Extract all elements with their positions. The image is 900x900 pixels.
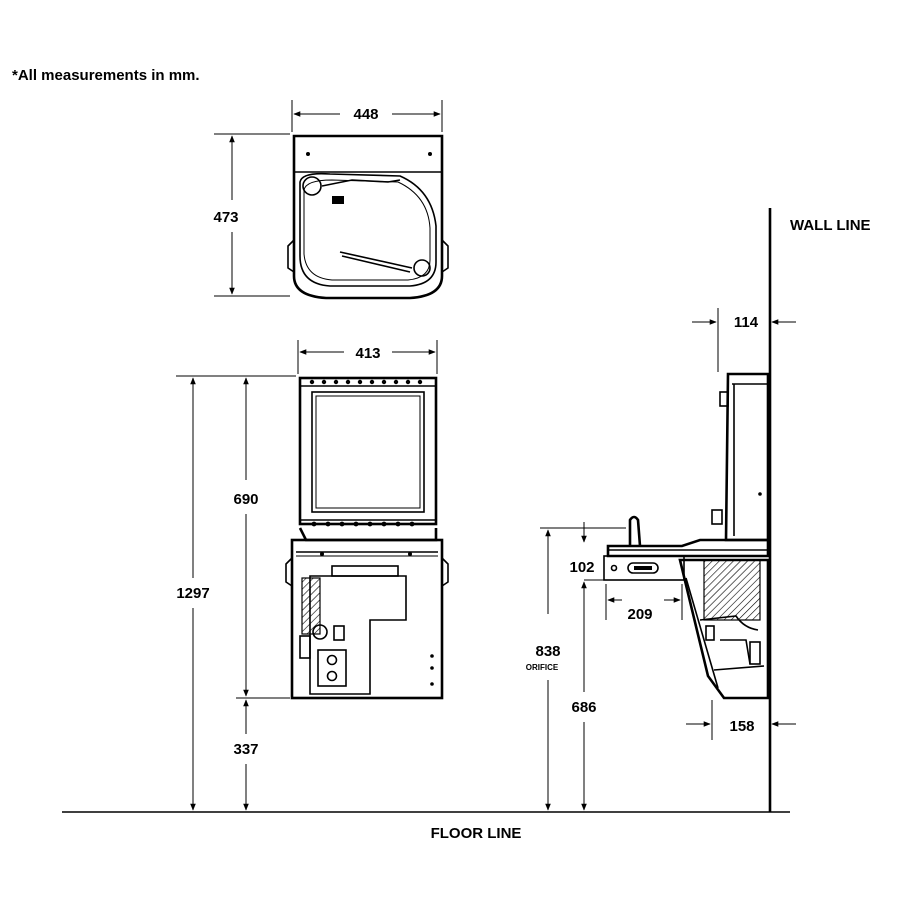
dim-label-114: 114 xyxy=(734,314,759,331)
orifice-label: ORIFICE xyxy=(526,663,559,672)
dim-label-690: 690 xyxy=(233,491,258,508)
dim-label-413: 413 xyxy=(355,345,380,362)
dim-label-337: 337 xyxy=(233,741,258,758)
side-view xyxy=(603,208,772,812)
front-view xyxy=(285,376,449,700)
dim-side: 114 102 209 838 ORIFICE 686 158 xyxy=(526,308,796,811)
dim-label-102: 102 xyxy=(569,559,594,576)
dim-top-width: 448 xyxy=(291,100,443,132)
dim-label-158: 158 xyxy=(729,718,754,735)
dim-label-473: 473 xyxy=(213,209,238,226)
dim-label-838: 838 xyxy=(535,643,560,660)
dim-label-448: 448 xyxy=(353,106,378,123)
dim-front-heights: 690 1297 337 xyxy=(176,375,296,811)
dim-front-width: 413 xyxy=(297,340,438,374)
dim-label-209: 209 xyxy=(627,606,652,623)
top-view xyxy=(287,134,449,300)
wall-line-label: WALL LINE xyxy=(790,217,871,234)
floor-line-label: FLOOR LINE xyxy=(431,825,522,842)
dim-label-1297: 1297 xyxy=(176,585,209,602)
dim-top-depth: 473 xyxy=(213,133,290,297)
dim-label-686: 686 xyxy=(571,699,596,716)
measurement-note: *All measurements in mm. xyxy=(12,67,200,84)
